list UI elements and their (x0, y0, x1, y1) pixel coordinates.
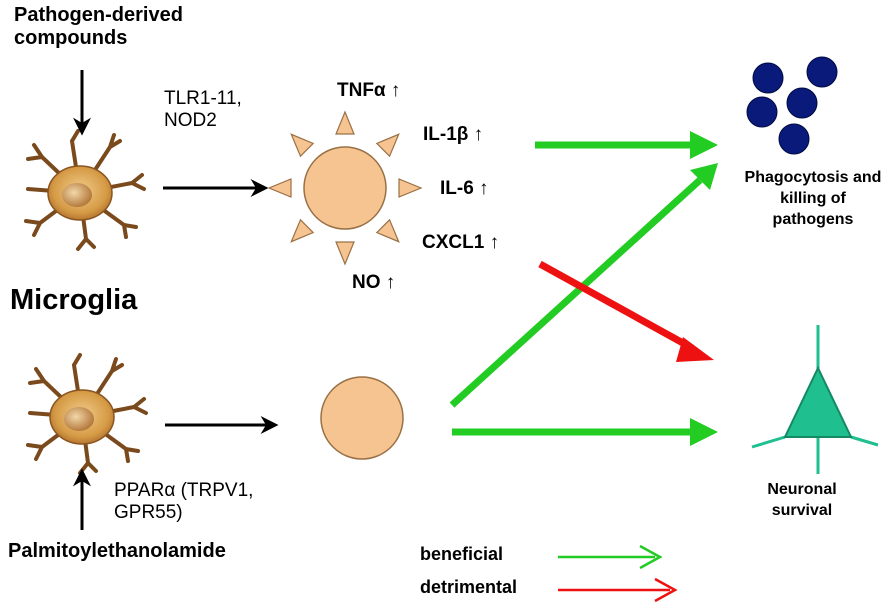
pathogen (752, 62, 784, 94)
mediator-il1: IL-1β ↑ (423, 124, 484, 145)
legend-beneficial-label: beneficial (420, 544, 504, 564)
pathogen (806, 56, 838, 88)
arrow-cell-to-neuron (452, 418, 718, 446)
microglia-cell-bottom (26, 353, 148, 475)
microglia-cell-top (24, 129, 146, 251)
pathogen (746, 96, 778, 128)
pathogen-cluster (746, 56, 838, 155)
arrow-il1-to-phagocytosis (535, 131, 718, 159)
pathogen (786, 87, 818, 119)
mediator-tnf: TNFα ↑ (337, 80, 401, 101)
microglia-label: Microglia (10, 284, 138, 316)
mediator-il6: IL-6 ↑ (440, 178, 489, 199)
mediator-no: NO ↑ (352, 272, 396, 293)
tlr-receptors-label: TLR1-11, NOD2 (164, 88, 242, 131)
legend-detrimental-label: detrimental (420, 577, 518, 597)
pathogen-compounds-label: Pathogen-derived compounds (14, 4, 183, 49)
activated-cell (267, 110, 423, 266)
resting-cell (320, 376, 404, 460)
ppar-receptors-label: PPARα (TRPV1, GPR55) (114, 480, 254, 523)
neuron (751, 325, 879, 474)
pathogen (778, 123, 810, 155)
legend-arrow-beneficial (558, 544, 663, 570)
arrow-cxcl1-to-neuron (538, 260, 714, 362)
palmitoylethanolamide-label: Palmitoylethanolamide (8, 540, 226, 562)
phagocytosis-label: Phagocytosis and killing of pathogens (744, 169, 882, 228)
mediator-cxcl1: CXCL1 ↑ (422, 232, 500, 253)
arrow-cell-to-phagocytosis (449, 163, 718, 408)
legend-arrow-detrimental (558, 577, 678, 603)
neuronal-survival-label: Neuronal survival (767, 481, 837, 519)
